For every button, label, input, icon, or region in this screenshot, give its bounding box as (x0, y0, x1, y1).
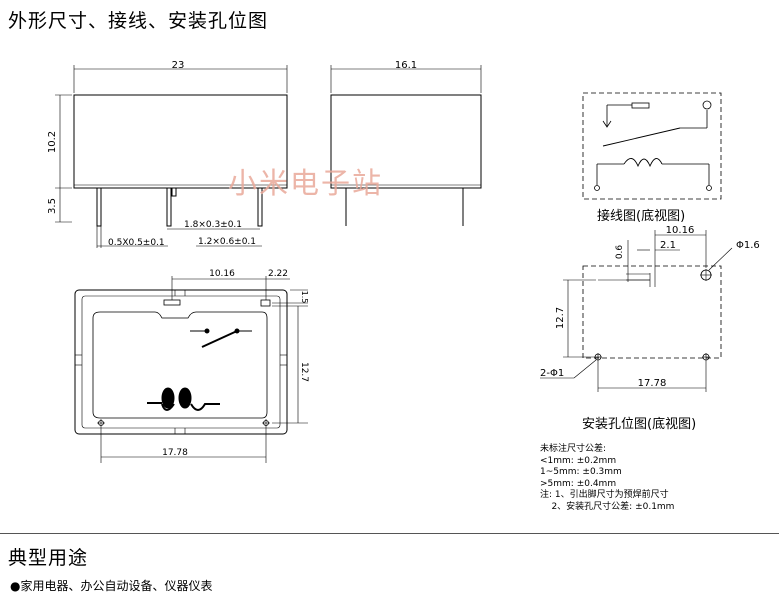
mounting-caption: 安装孔位图(底视图) (582, 417, 697, 432)
bottom-top-pitch-label: 10.16 (209, 269, 235, 279)
mount-offset-label: 0.6 (615, 245, 625, 260)
section-title-dimensions: 外形尺寸、接线、安装孔位图 (8, 10, 269, 32)
pin-a-label: 1.8×0.3±0.1 (184, 220, 242, 230)
bottom-top-offset-label: 2.22 (268, 269, 288, 279)
bottom-pitch-label: 17.78 (162, 448, 188, 458)
tolerance-notes: 未标注尺寸公差: <1mm: ±0.2mm 1~5mm: ±0.3mm >5mm… (540, 444, 674, 514)
wiring-diagram (582, 92, 722, 200)
bottom-right-small-label: 1.5 (300, 291, 309, 304)
mount-pitch-a-label: 10.16 (666, 225, 695, 236)
section-title-applications: 典型用途 (8, 547, 89, 569)
note-line: <1mm: ±0.2mm (540, 455, 617, 466)
section-divider (0, 533, 779, 534)
note-line: 1~5mm: ±0.3mm (540, 467, 622, 478)
mount-horizontal-label: 17.78 (638, 378, 667, 389)
mount-hole-small-label: 2-Φ1 (540, 368, 564, 379)
front-height-label: 10.2 (47, 131, 58, 153)
pin-length-label: 3.5 (47, 198, 58, 214)
note-line: 2、安装孔尺寸公差: ±0.1mm (540, 501, 675, 512)
note-line: 注: 1、引出脚尺寸为预焊前尺寸 (540, 490, 669, 501)
note-line: 未标注尺寸公差: (540, 444, 607, 454)
mount-vertical-label: 12.7 (555, 307, 566, 329)
front-view: 23 10.2 3.5 1.8×0.3±0.1 0.5X0.5±0.1 1.2×… (47, 60, 288, 248)
bottom-vertical-pitch-label: 12.7 (299, 362, 309, 382)
application-bullet: ●家用电器、办公自动设备、仪器仪表 (10, 579, 213, 593)
front-width-label: 23 (172, 60, 185, 71)
bottom-view: 10.16 2.22 1.5 12.7 17.78 (74, 269, 309, 463)
side-width-label: 16.1 (395, 60, 417, 71)
note-line: >5mm: ±0.4mm (540, 478, 617, 489)
pin-c-label: 1.2×0.6±0.1 (198, 237, 256, 247)
pin-b-label: 0.5X0.5±0.1 (108, 238, 165, 248)
mount-pitch-b-label: 2.1 (660, 240, 676, 251)
mount-hole-large-label: Φ1.6 (736, 240, 760, 251)
side-view: 16.1 (330, 60, 482, 226)
mounting-hole-diagram: 10.16 2.1 0.6 Φ1.6 12.7 2-Φ1 17.78 (540, 225, 760, 392)
wiring-caption: 接线图(底视图) (597, 209, 686, 224)
watermark-text: 小米电子站 (228, 166, 384, 200)
